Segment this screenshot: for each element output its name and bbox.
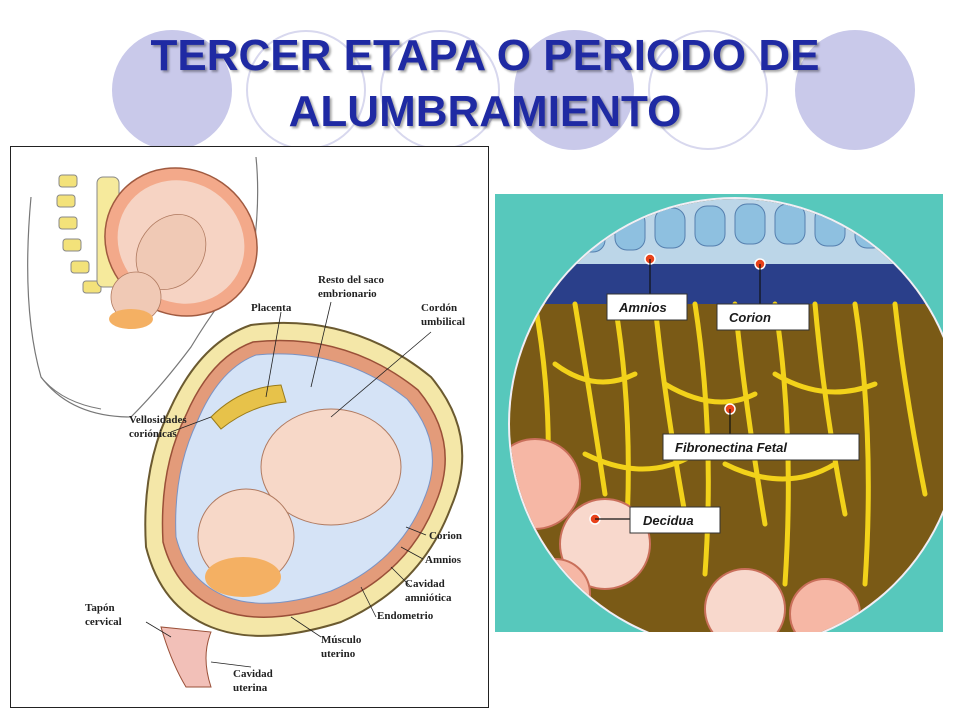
decor-circle-1 [112, 30, 232, 150]
label-tapon: Tapón [85, 602, 115, 614]
label-amnios-tag: Amnios [618, 300, 667, 315]
label-cavidad-amniotica: Cavidad [405, 578, 445, 590]
label-musculo-2: uterino [321, 648, 356, 660]
decor-circle-2 [514, 30, 634, 150]
label-corion-tag: Corion [729, 310, 771, 325]
membrane-illustration: Amnios Corion Fibronectina Fetal Decidua [508, 197, 943, 632]
label-musculo: Músculo [321, 634, 362, 646]
uterus-diagram: Resto del saco embrionario Placenta Cord… [10, 146, 489, 708]
label-corion: Corion [429, 530, 462, 542]
decor-ring-1 [246, 30, 366, 150]
label-amnios: Amnios [425, 554, 462, 566]
label-decidua-tag: Decidua [643, 513, 694, 528]
label-fibronectina-tag: Fibronectina Fetal [675, 440, 787, 455]
uterus-illustration: Resto del saco embrionario Placenta Cord… [27, 156, 465, 694]
label-resto-saco-2: embrionario [318, 288, 377, 300]
large-uterus [144, 321, 464, 688]
chorion-layer [510, 264, 943, 304]
slide-title: TERCER ETAPA O PERIODO DE ALUMBRAMIENTO [95, 28, 875, 140]
label-vellosidades-2: coriónicas [129, 428, 177, 440]
decor-circle-3 [795, 30, 915, 150]
label-endometrio: Endometrio [377, 610, 434, 622]
label-vellosidades: Vellosidades [129, 414, 187, 426]
label-placenta: Placenta [251, 302, 292, 314]
label-cordon: Cordón [421, 302, 457, 314]
small-uterus [104, 167, 258, 329]
title-line-1: TERCER ETAPA O PERIODO DE [150, 31, 820, 80]
membrane-closeup: Amnios Corion Fibronectina Fetal Decidua [495, 194, 943, 632]
label-cavidad-amniotica-2: amniótica [405, 592, 452, 604]
label-resto-saco: Resto del saco [318, 274, 384, 286]
decor-ring-3 [648, 30, 768, 150]
label-cavidad-uterina-2: uterina [233, 682, 268, 694]
label-cordon-2: umbilical [421, 316, 465, 328]
label-tapon-2: cervical [85, 616, 122, 628]
title-line-2: ALUMBRAMIENTO [288, 87, 682, 136]
label-cavidad-uterina: Cavidad [233, 668, 273, 680]
